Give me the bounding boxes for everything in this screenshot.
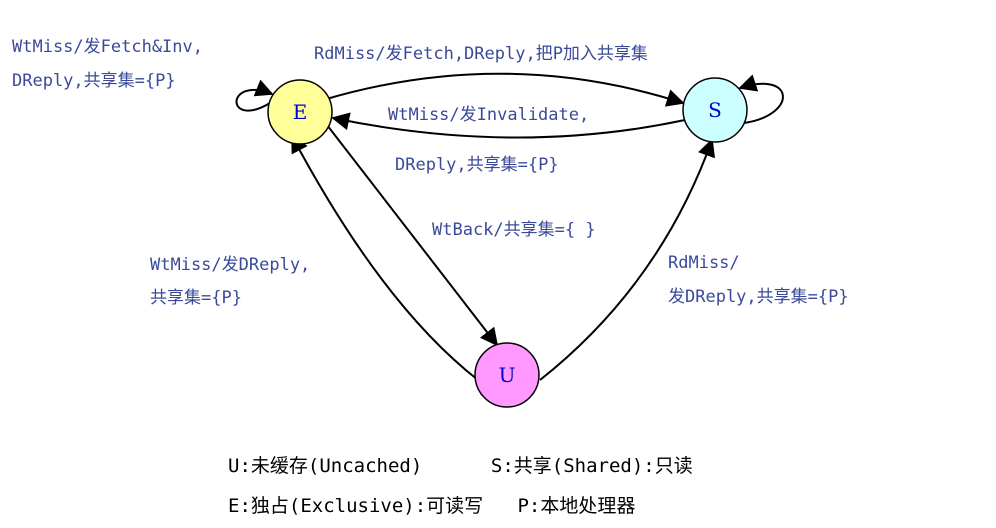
- edges: [235, 72, 784, 381]
- edge-s-to-e: [331, 112, 686, 139]
- legend-row-1: U:未缓存(Uncached) S:共享(Shared):只读: [228, 455, 693, 477]
- edge-labels: WtMiss/发Fetch&Inv, DReply,共享集={P} RdMiss…: [12, 37, 849, 308]
- edge-s-self-loop: [738, 74, 784, 124]
- state-u-circle: [474, 342, 540, 408]
- e-to-s-label: RdMiss/发Fetch,DReply,把P加入共享集: [314, 44, 648, 64]
- state-e: E: [267, 79, 333, 145]
- legend-row-2: E:独占(Exclusive):可读写 P:本地处理器: [228, 495, 635, 517]
- u-to-s-label-line2: 发DReply,共享集={P}: [668, 287, 849, 307]
- edge-e-self-loop: [235, 79, 274, 112]
- u-to-e-label-line2: 共享集={P}: [150, 288, 242, 308]
- e-self-loop-label-line1: WtMiss/发Fetch&Inv,: [12, 37, 203, 57]
- e-self-loop-label-line2: DReply,共享集={P}: [12, 71, 176, 91]
- state-s-label: S: [708, 98, 722, 122]
- state-u-label: U: [499, 363, 516, 387]
- legend: U:未缓存(Uncached) S:共享(Shared):只读 E:独占(Exc…: [228, 455, 693, 517]
- u-to-e-label-line1: WtMiss/发DReply,: [150, 255, 310, 275]
- edge-e-to-s: [322, 72, 685, 107]
- state-e-label: E: [293, 100, 308, 124]
- state-s-circle: [682, 77, 748, 143]
- e-to-u-label: WtBack/共享集={ }: [432, 220, 596, 240]
- u-to-s-label-line1: RdMiss/: [668, 253, 740, 273]
- edge-u-to-e: [291, 134, 479, 381]
- edge-e-to-u: [326, 124, 499, 347]
- s-to-e-label-line2: DReply,共享集={P}: [395, 155, 559, 175]
- edge-u-to-s: [539, 138, 715, 381]
- state-e-circle: [267, 79, 333, 145]
- state-s: S: [682, 77, 748, 143]
- s-to-e-label-line1: WtMiss/发Invalidate,: [388, 105, 589, 125]
- state-u: U: [474, 342, 540, 408]
